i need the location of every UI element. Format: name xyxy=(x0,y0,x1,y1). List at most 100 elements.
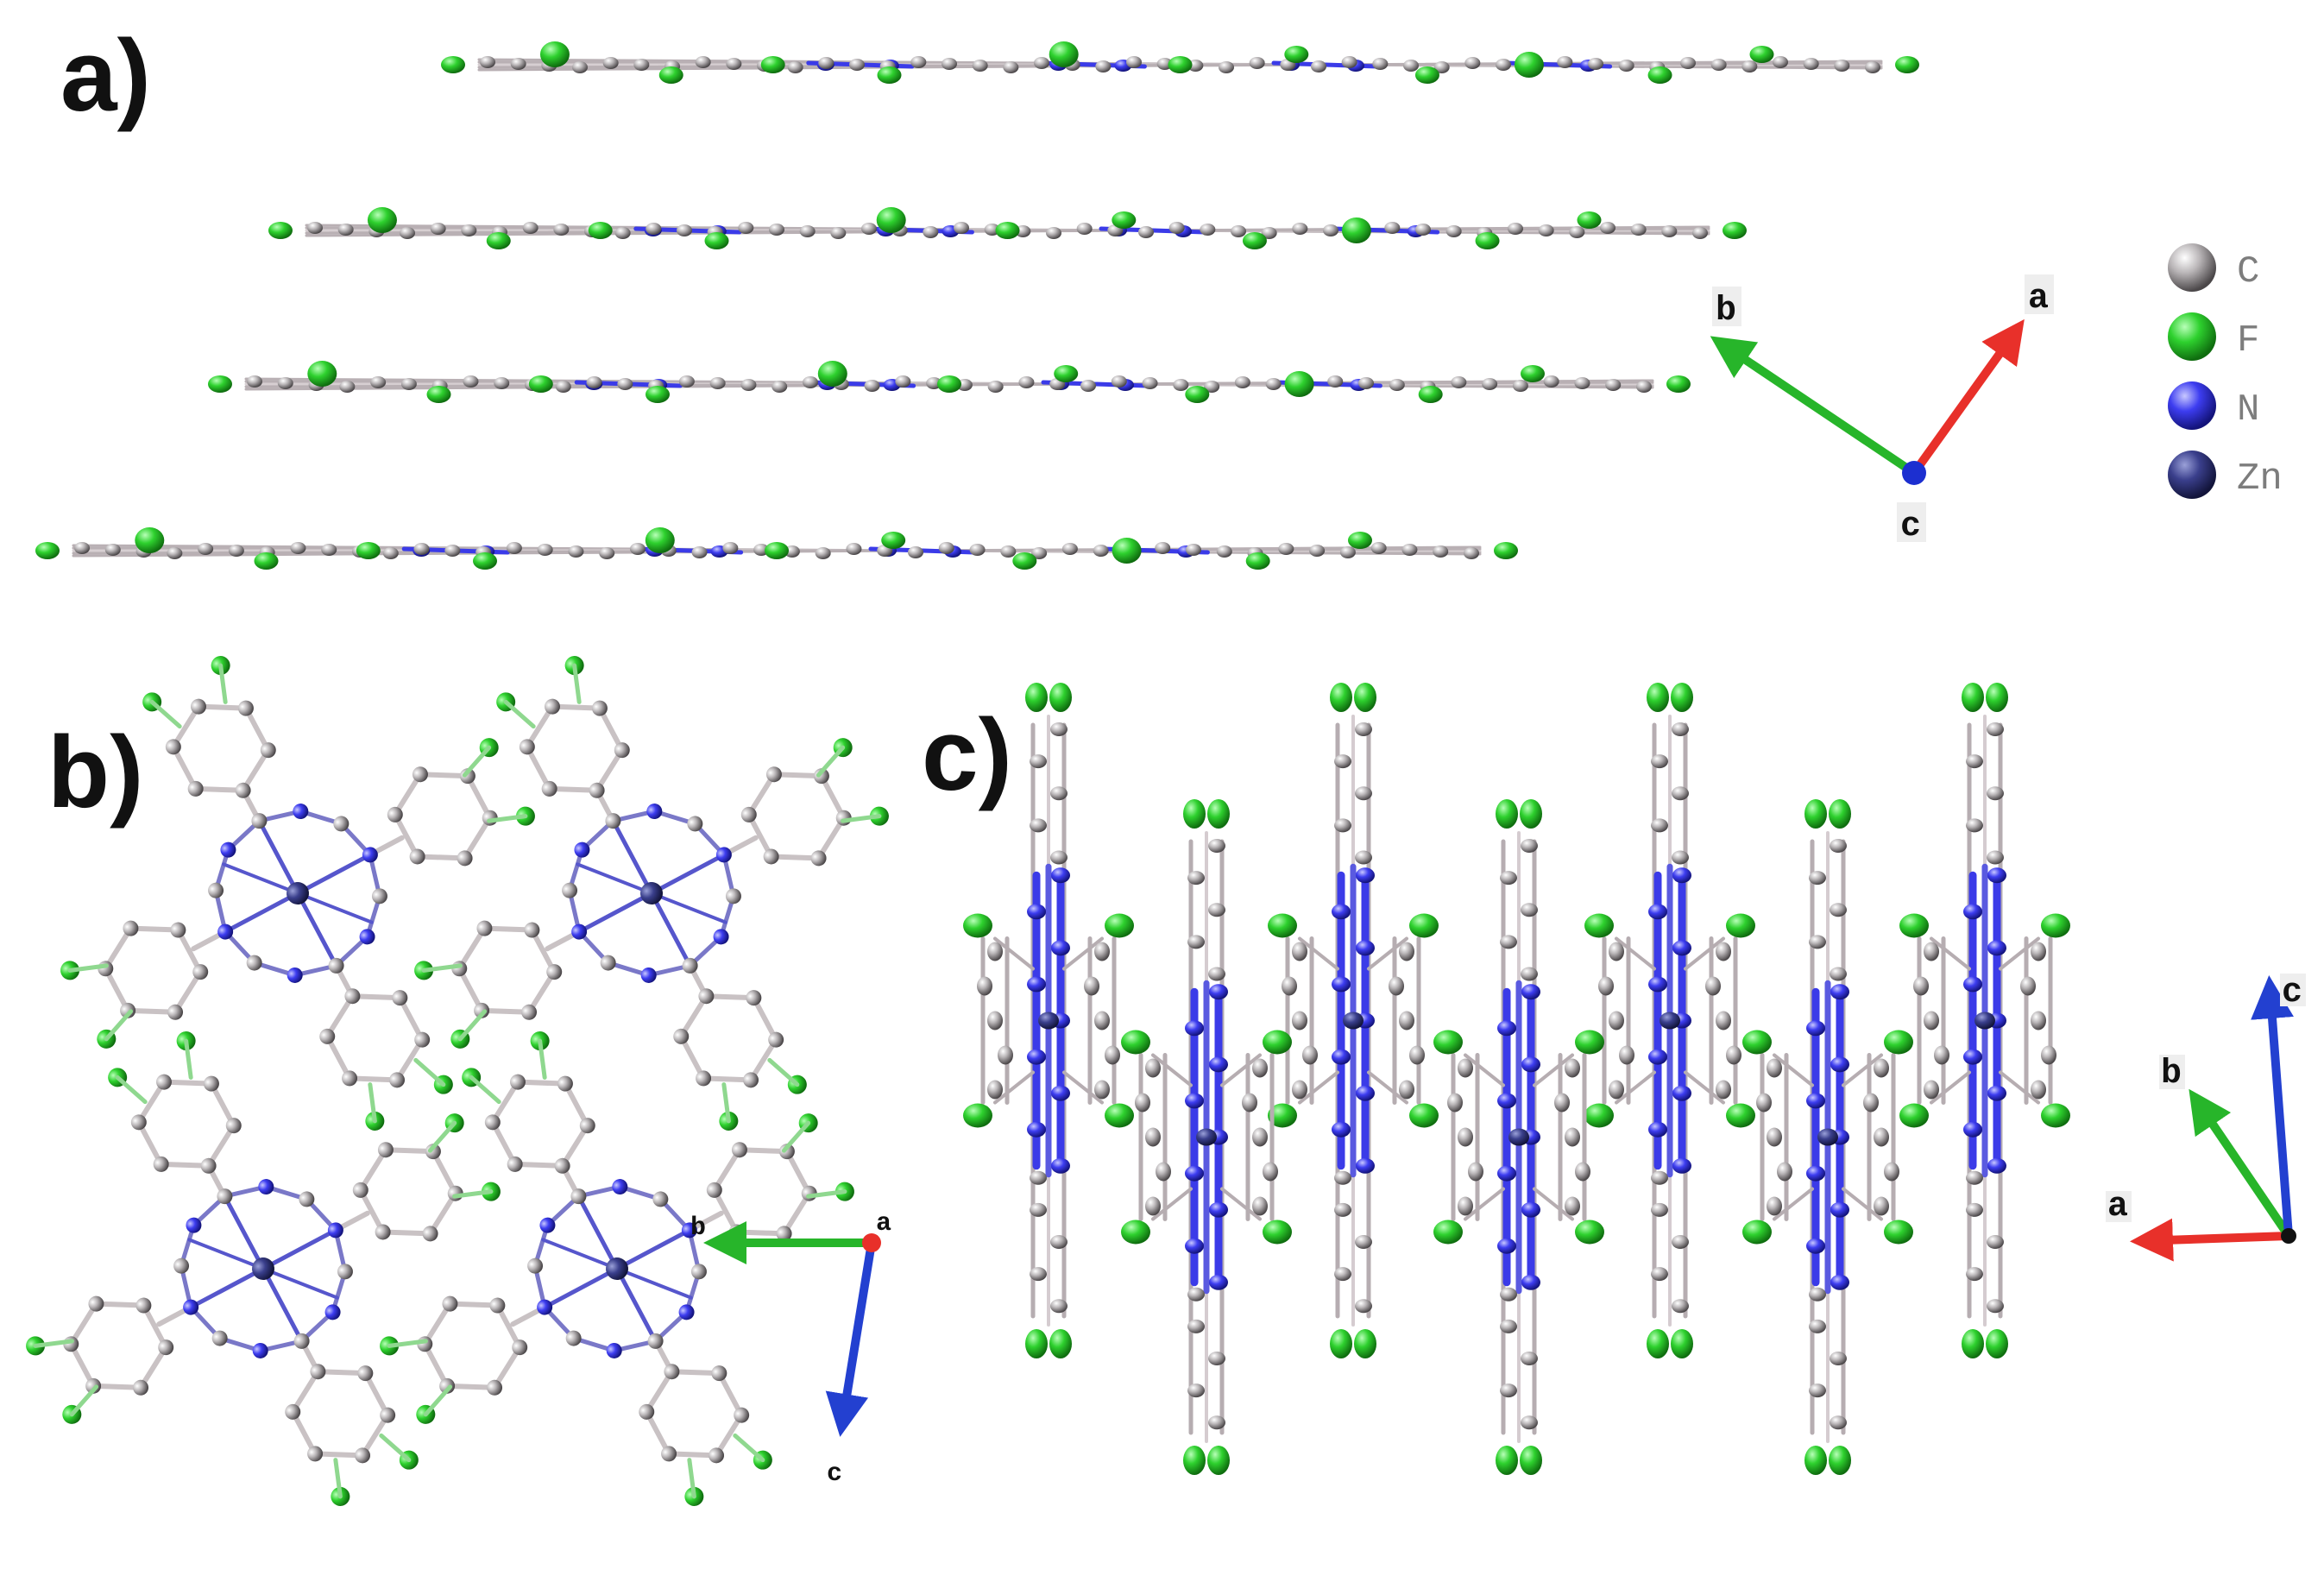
bond xyxy=(33,1339,74,1348)
f-atom xyxy=(1520,799,1542,829)
n-atom xyxy=(715,847,732,863)
c-atom xyxy=(85,1377,102,1394)
panel-b-axis-a-dot xyxy=(862,1233,881,1252)
c-atom xyxy=(1966,1267,1983,1282)
f-atom xyxy=(1012,552,1037,570)
c-atom xyxy=(1265,378,1282,390)
bond xyxy=(240,747,271,793)
c-atom xyxy=(1809,1287,1826,1302)
c-atom xyxy=(1651,754,1668,769)
f-atom xyxy=(1584,913,1614,938)
zn-atom xyxy=(1508,1128,1529,1146)
c-atom xyxy=(570,1188,587,1205)
n-atom xyxy=(1209,1274,1228,1290)
c-atom xyxy=(1710,59,1727,71)
c-atom xyxy=(342,1070,358,1087)
n-atom xyxy=(1356,1157,1375,1174)
f-atom xyxy=(658,66,683,84)
n-atom xyxy=(217,923,234,940)
c-atom xyxy=(1208,903,1225,917)
bond xyxy=(263,1184,309,1201)
c-atom xyxy=(1521,1415,1538,1430)
c-atom xyxy=(1334,1170,1351,1185)
f-atom xyxy=(1475,232,1500,249)
n-atom xyxy=(1185,1165,1204,1182)
bond xyxy=(1842,1053,1883,1087)
c-atom xyxy=(678,375,695,388)
c-atom xyxy=(1651,1267,1668,1282)
bond xyxy=(324,993,356,1039)
bond xyxy=(610,809,657,823)
c-atom xyxy=(734,1407,750,1423)
c-atom xyxy=(1111,375,1127,388)
c-atom xyxy=(190,698,206,715)
bond xyxy=(612,1339,658,1353)
c-atom xyxy=(200,1157,217,1174)
c-atom xyxy=(1500,1383,1517,1398)
f-atom xyxy=(1409,913,1439,938)
bond xyxy=(422,1301,453,1347)
c-atom xyxy=(1741,60,1758,72)
n-atom xyxy=(1521,984,1540,1000)
c-atom xyxy=(1355,1235,1372,1249)
c-atom xyxy=(509,1074,526,1090)
c-atom xyxy=(687,816,703,832)
c-atom xyxy=(1987,786,2004,801)
c-atom xyxy=(1355,850,1372,865)
bond xyxy=(1930,936,1971,971)
c-atom xyxy=(565,1330,582,1346)
c-atom xyxy=(310,1364,326,1380)
bond xyxy=(489,1079,520,1125)
c-atom xyxy=(1046,227,1061,239)
c-atom xyxy=(88,1295,104,1312)
f-atom xyxy=(1409,1103,1439,1128)
n-atom xyxy=(1521,1274,1540,1290)
c-atom xyxy=(1451,376,1467,388)
legend-label-f: F xyxy=(2237,319,2259,362)
c-atom xyxy=(1261,227,1277,239)
bond xyxy=(457,925,488,972)
bond xyxy=(357,1147,388,1193)
bond xyxy=(768,854,822,861)
f-atom xyxy=(1962,1329,1984,1358)
bond xyxy=(387,1339,428,1348)
c-atom xyxy=(1030,1267,1047,1282)
panel-a-axis-c-dot xyxy=(1902,461,1926,485)
c-atom xyxy=(382,547,399,559)
c-atom xyxy=(763,848,779,865)
c-atom xyxy=(1966,818,1983,833)
c-atom xyxy=(1142,377,1158,389)
bond xyxy=(841,814,882,823)
c-atom xyxy=(1323,224,1338,236)
f-atom xyxy=(1742,1030,1772,1055)
c-atom xyxy=(969,544,986,556)
c-atom xyxy=(813,768,829,785)
c-atom xyxy=(371,888,387,904)
c-atom xyxy=(476,920,493,936)
c-atom xyxy=(1080,380,1096,392)
bond xyxy=(479,1007,532,1015)
c-atom xyxy=(726,58,742,70)
zn-atom xyxy=(1343,1012,1364,1030)
panel-a-layer-stack xyxy=(35,41,1919,570)
panel-c-axis-c-label: c xyxy=(2282,974,2302,1012)
c-atom xyxy=(977,976,992,996)
c-atom xyxy=(319,1028,336,1044)
c-atom xyxy=(430,223,446,235)
bond xyxy=(192,785,246,793)
f-atom xyxy=(1183,799,1206,829)
bond xyxy=(462,745,492,778)
c-atom xyxy=(1672,1299,1689,1314)
zn-atom xyxy=(287,882,309,904)
f-atom xyxy=(588,222,613,239)
c-atom xyxy=(1966,1202,1983,1217)
molecule-side xyxy=(1433,799,1604,1475)
legend-row-zn: Zn xyxy=(2168,451,2283,501)
c-atom xyxy=(1145,1127,1161,1147)
f-atom xyxy=(441,56,465,73)
n-atom xyxy=(640,967,657,983)
c-atom xyxy=(1186,544,1201,556)
n-atom xyxy=(1185,1020,1204,1037)
f-atom xyxy=(1577,211,1602,229)
c-atom xyxy=(519,739,535,755)
